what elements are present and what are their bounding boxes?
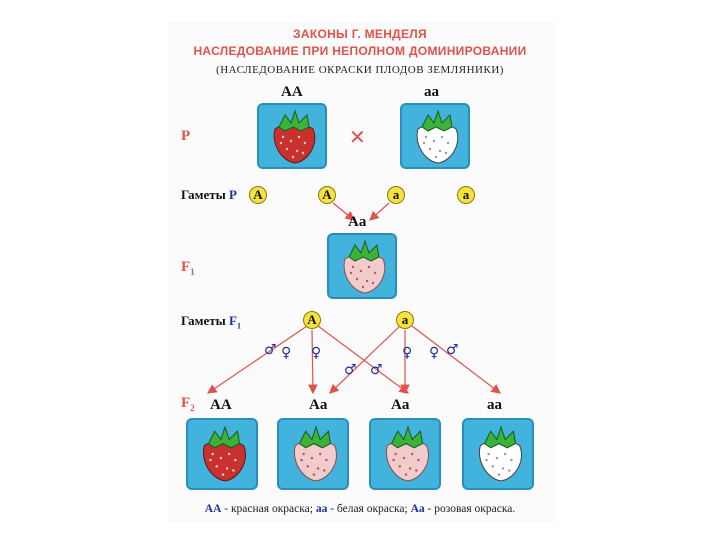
gametes-f1-label: Гаметы F1: [181, 313, 241, 331]
gamete-p-3: a: [387, 186, 405, 204]
arrow-p-right: [369, 202, 390, 221]
female-symbol-1: ♀: [281, 345, 292, 361]
legend-text-2: - белая окраска;: [327, 503, 411, 515]
arrow-A-to-Aa2: [317, 325, 409, 394]
legend-text-3: - розовая окраска.: [424, 503, 516, 515]
gamete-p-4: a: [457, 186, 475, 204]
f2-label-sub: 2: [190, 403, 195, 413]
f1-label-sub: 1: [190, 267, 195, 277]
gamete-p-1: A: [249, 186, 267, 204]
legend-genotype-1: AA: [204, 503, 222, 515]
legend-genotype-3: Aa: [410, 503, 425, 515]
title-line-3: (НАСЛЕДОВАНИЕ ОКРАСКИ ПЛОДОВ ЗЕМЛЯНИКИ): [216, 64, 504, 76]
female-symbol-3: ♀: [402, 345, 413, 361]
parent-left-genotype: AA: [281, 84, 303, 100]
row-label-f2: F2: [181, 395, 195, 413]
strawberry-red-icon: [273, 109, 316, 164]
row-label-p: P: [181, 128, 191, 144]
strawberry-pink-icon: [343, 239, 386, 294]
gametes-f1-sub: F: [229, 313, 237, 328]
arrow-A-to-Aa1: [308, 329, 318, 395]
female-symbol-2: ♀: [311, 345, 322, 361]
strawberry-white-icon: [416, 109, 459, 164]
f2-genotype-4: aa: [487, 397, 502, 413]
f2-pink-strawberry-2: [369, 418, 441, 490]
f2-white-strawberry: [462, 418, 534, 490]
arrow-a-to-aa: [411, 325, 501, 394]
parent-right-genotype: aa: [424, 84, 439, 100]
title-line-2: НАСЛЕДОВАНИЕ ПРИ НЕПОЛНОМ ДОМИНИРОВАНИИ: [193, 44, 527, 58]
gametes-p-sub: P: [229, 187, 237, 202]
f1-pink-strawberry: [327, 233, 397, 299]
f2-red-strawberry: [186, 418, 258, 490]
gamete-f1-a: a: [396, 311, 414, 329]
male-symbol-4: ♂: [446, 342, 459, 358]
legend-genotype-2: aa: [315, 503, 328, 515]
strawberry-pink-icon: [385, 425, 429, 482]
parent-red-strawberry: [257, 103, 327, 169]
strawberry-pink-icon: [293, 425, 337, 482]
male-symbol-1: ♂: [264, 342, 277, 358]
gametes-f1-prefix: Гаметы: [181, 313, 230, 328]
male-symbol-2: ♂: [344, 362, 357, 378]
gametes-p-prefix: Гаметы: [181, 187, 230, 202]
female-symbol-4: ♀: [429, 345, 440, 361]
f1-label: F: [181, 259, 191, 275]
legend: AA - красная окраска; aa - белая окраска…: [0, 503, 720, 515]
f2-genotype-3: Aa: [391, 397, 410, 413]
f1-genotype: Aa: [348, 214, 367, 230]
title-line-1: ЗАКОНЫ Г. МЕНДЕЛЯ: [293, 27, 427, 41]
f2-pink-strawberry-1: [277, 418, 349, 490]
row-label-f1: F1: [181, 259, 195, 277]
gametes-p-label: Гаметы P: [181, 187, 237, 203]
strawberry-white-icon: [478, 425, 522, 482]
arrow-a-to-Aa1: [329, 325, 401, 394]
f2-genotype-1: AA: [210, 397, 232, 413]
male-symbol-3: ♂: [370, 362, 383, 378]
arrow-A-to-AA: [207, 325, 308, 394]
f2-genotype-2: Aa: [309, 397, 328, 413]
parent-white-strawberry: [400, 103, 470, 169]
gametes-f1-subscript: 1: [237, 321, 241, 331]
legend-text-1: - красная окраска;: [221, 503, 316, 515]
gamete-f1-A: A: [303, 311, 321, 329]
cross-symbol: ✕: [349, 125, 366, 149]
f2-label: F: [181, 395, 191, 411]
gamete-p-2: A: [318, 186, 336, 204]
arrow-p-left: [332, 202, 355, 221]
strawberry-red-icon: [202, 425, 246, 482]
